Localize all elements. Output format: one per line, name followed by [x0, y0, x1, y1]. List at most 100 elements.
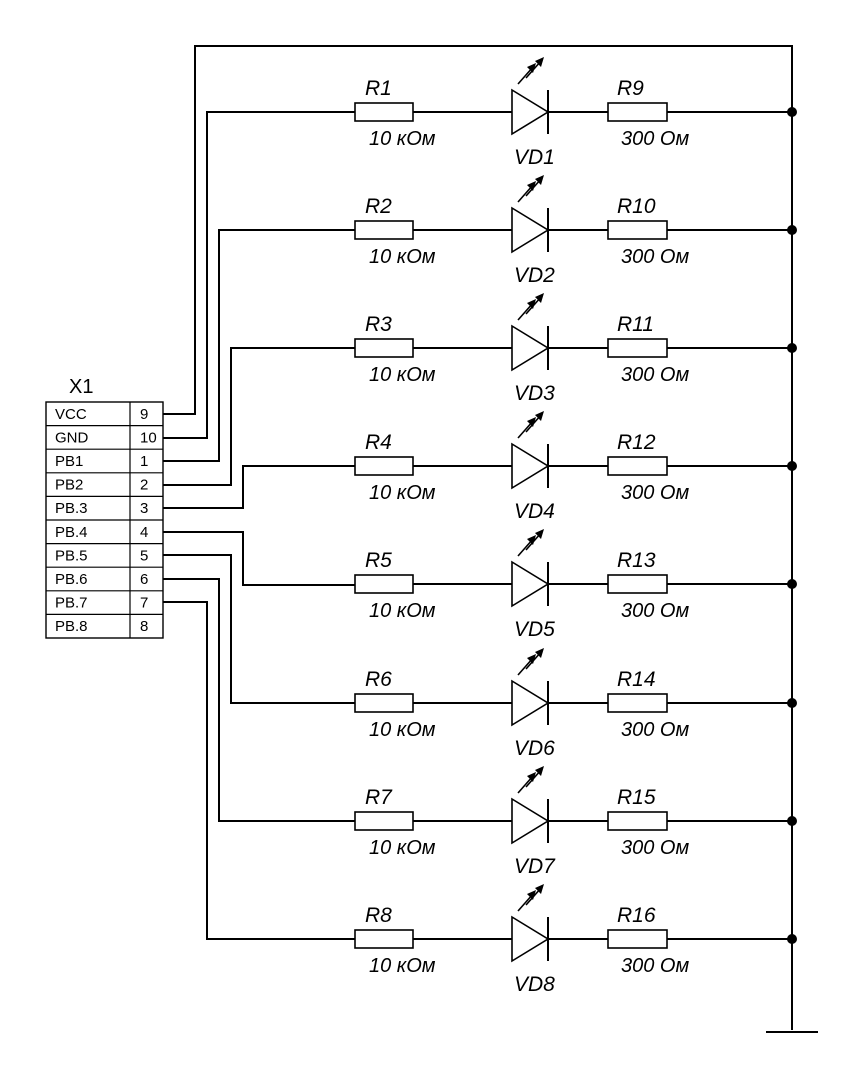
- connector-pin-signal: PB.5: [55, 547, 88, 564]
- resistor-body: [607, 811, 668, 831]
- resistor-body: [607, 574, 668, 594]
- vcc-rail: [163, 45, 818, 1033]
- connector-pin-number: 1: [140, 453, 148, 470]
- junction-dot: [787, 461, 797, 471]
- resistor-value: 300 Ом: [621, 128, 689, 150]
- connector-pin-number: 10: [140, 429, 157, 446]
- led-arrow-head: [527, 63, 536, 73]
- resistor-value: 10 кОм: [369, 482, 436, 504]
- led-ref: VD6: [514, 737, 555, 760]
- connector-pin-signal: PB1: [55, 453, 83, 470]
- resistor-body: [607, 929, 668, 949]
- resistor-value: 300 Ом: [621, 837, 689, 859]
- led-arrow-head: [527, 772, 536, 782]
- led-arrow-head: [535, 884, 544, 894]
- connector-pin-number: 9: [140, 406, 148, 423]
- resistor-ref: R3: [365, 313, 392, 336]
- resistor-body: [607, 693, 668, 713]
- junction-dot: [787, 579, 797, 589]
- wire-pb3: [163, 465, 355, 509]
- led-triangle: [511, 679, 550, 727]
- resistor-ref: R2: [365, 195, 392, 218]
- led-arrow-head: [535, 293, 544, 303]
- resistor-ref: R5: [365, 549, 392, 572]
- connector-pin-number: 8: [140, 618, 148, 635]
- resistor-value: 10 кОм: [369, 364, 436, 386]
- resistor-ref: R7: [365, 786, 393, 809]
- resistor-body: [607, 338, 668, 358]
- resistor-value: 10 кОм: [369, 719, 436, 741]
- led-ref: VD3: [514, 382, 555, 405]
- resistor-ref: R8: [365, 904, 392, 927]
- led-triangle: [511, 915, 550, 963]
- resistor-ref: R14: [617, 668, 656, 691]
- connector-pin-number: 5: [140, 547, 148, 564]
- led-ref: VD1: [514, 146, 555, 169]
- led-triangle: [511, 560, 550, 608]
- connector-pin-number: 7: [140, 595, 148, 612]
- wire-pb6: [163, 578, 355, 822]
- wire-pb5: [163, 554, 355, 704]
- wire-pb7: [163, 601, 355, 940]
- resistor-value: 10 кОм: [369, 600, 436, 622]
- wire-pb4: [163, 531, 355, 586]
- connector-pin-number: 6: [140, 571, 148, 588]
- led-triangle: [511, 324, 550, 372]
- resistor-body: [607, 220, 668, 240]
- resistor-body: [354, 929, 414, 949]
- led-arrow-head: [535, 648, 544, 658]
- led-ref: VD7: [514, 855, 556, 878]
- connector-pin-signal: GND: [55, 429, 89, 446]
- resistor-ref: R13: [617, 549, 656, 572]
- resistor-body: [354, 338, 414, 358]
- resistor-ref: R12: [617, 431, 656, 454]
- resistor-body: [354, 220, 414, 240]
- wire-pb1: [163, 229, 355, 462]
- resistor-body: [354, 102, 414, 122]
- led-arrow-head: [535, 529, 544, 539]
- resistor-ref: R15: [617, 786, 656, 809]
- resistor-value: 300 Ом: [621, 246, 689, 268]
- resistor-ref: R16: [617, 904, 656, 927]
- led-triangle: [511, 206, 550, 254]
- resistor-ref: R1: [365, 77, 392, 100]
- connector-pin-signal: PB2: [55, 477, 83, 494]
- resistor-body: [354, 811, 414, 831]
- connector-pin-number: 4: [140, 524, 148, 541]
- resistor-ref: R11: [617, 313, 654, 336]
- connector-pin-number: 3: [140, 500, 148, 517]
- led-arrow-head: [535, 57, 544, 67]
- led-arrow-head: [535, 175, 544, 185]
- resistor-ref: R6: [365, 668, 392, 691]
- resistor-body: [607, 456, 668, 476]
- led-arrow-head: [527, 299, 536, 309]
- led-arrow-head: [535, 766, 544, 776]
- resistor-value: 300 Ом: [621, 600, 689, 622]
- led-triangle: [511, 442, 550, 490]
- connector-wires: [163, 111, 355, 940]
- resistor-value: 10 кОм: [369, 128, 436, 150]
- led-ref: VD8: [514, 973, 555, 996]
- connector-pin-signal: PB.7: [55, 595, 88, 612]
- connector-pin-signal: PB.4: [55, 524, 88, 541]
- led-triangle: [511, 88, 550, 136]
- led-arrow-head: [527, 654, 536, 664]
- resistor-ref: R4: [365, 431, 392, 454]
- connector-pin-signal: PB.8: [55, 618, 88, 635]
- resistor-value: 300 Ом: [621, 955, 689, 977]
- junction-dot: [787, 934, 797, 944]
- led-ref: VD2: [514, 264, 555, 287]
- junction-dot: [787, 107, 797, 117]
- junction-dot: [787, 225, 797, 235]
- resistor-ref: R10: [617, 195, 656, 218]
- wire-gnd: [163, 111, 355, 439]
- resistor-value: 300 Ом: [621, 719, 689, 741]
